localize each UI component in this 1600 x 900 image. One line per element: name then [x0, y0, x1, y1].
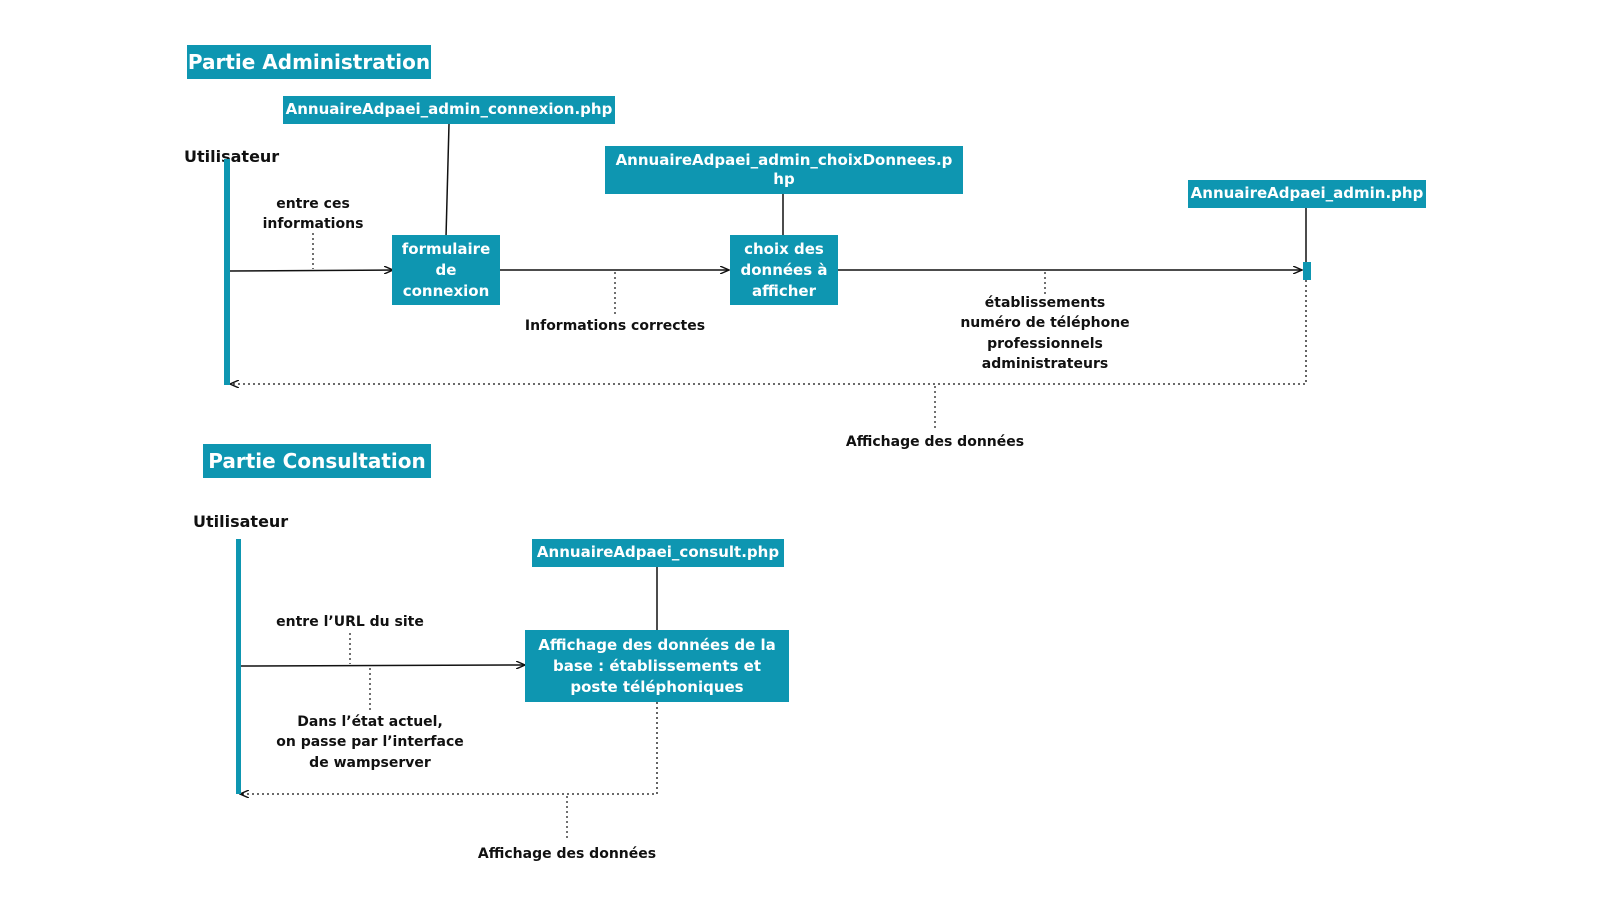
actor-user-consult: Utilisateur: [193, 512, 289, 531]
arrow-to-display: [240, 665, 525, 666]
admin-activation-bar: [1303, 262, 1311, 280]
msg-correct-info: Informations correctes: [524, 318, 706, 334]
arrow-to-form: [229, 270, 393, 271]
file-consult: AnnuaireAdpaei_consult.php: [532, 539, 784, 567]
file-admin: AnnuaireAdpaei_admin.php: [1188, 180, 1426, 208]
display-data-box: Affichage des données de la base : établ…: [525, 630, 789, 702]
msg-wampserver: Dans l’état actuel, on passe par l’inter…: [276, 714, 464, 771]
lifeline-user-consult: [236, 539, 241, 794]
msg-enter-url: entre l’URL du site: [276, 614, 424, 630]
file-admin-choix: AnnuaireAdpaei_admin_choixDonnees.php: [605, 146, 963, 194]
msg-return-admin: Affichage des données: [845, 434, 1025, 450]
section-title-admin: Partie Administration: [187, 45, 431, 79]
actor-user-admin: Utilisateur: [184, 147, 280, 166]
return-arrow-admin: [230, 280, 1307, 384]
msg-enter-info: entre ces informations: [262, 196, 364, 233]
return-arrow-consult: [240, 702, 658, 794]
choice-data-box: choix des données à afficher: [730, 235, 838, 305]
connexion-file-link: [445, 123, 450, 238]
form-connexion-box: formulaire de connexion: [392, 235, 500, 305]
msg-data-list: établissements numéro de téléphone profe…: [960, 295, 1130, 372]
file-admin-connexion: AnnuaireAdpaei_admin_connexion.php: [283, 96, 615, 124]
lifeline-user-admin: [224, 159, 230, 385]
msg-return-consult: Affichage des données: [477, 846, 657, 862]
section-title-consult: Partie Consultation: [203, 444, 431, 478]
